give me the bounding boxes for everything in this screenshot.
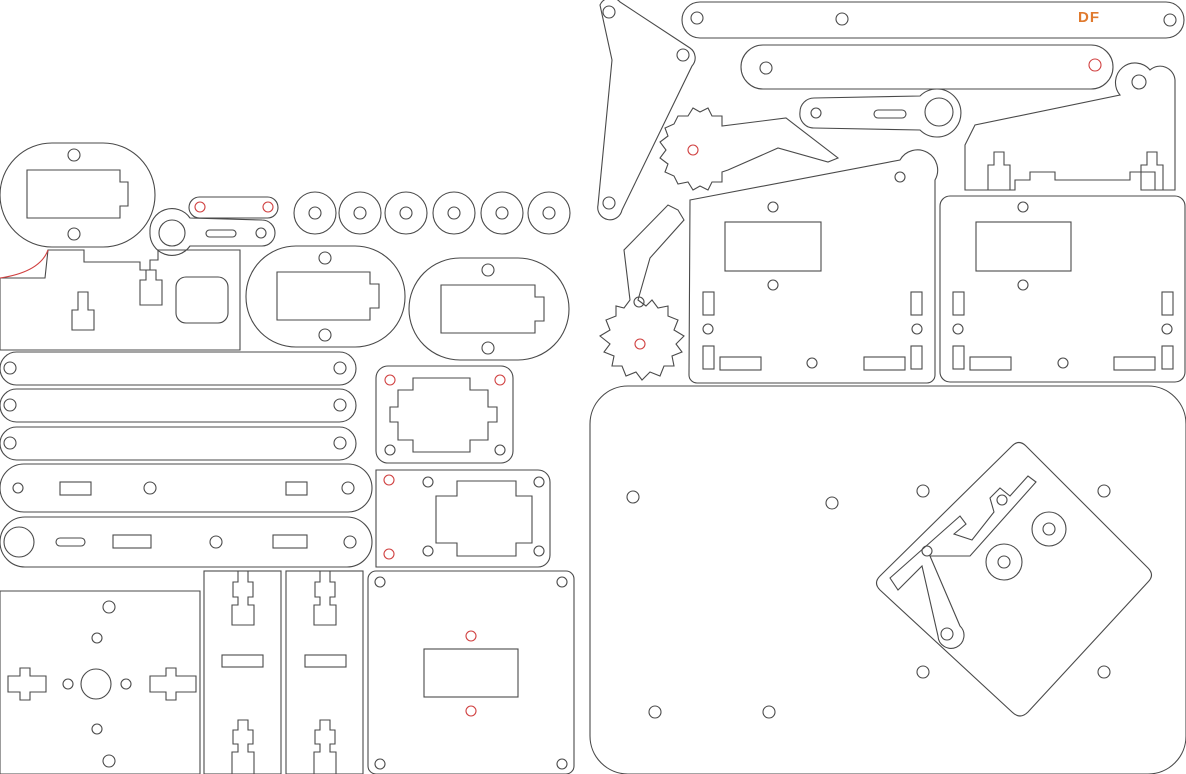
servo-bracket-red-1 xyxy=(375,365,514,464)
large-base-plate xyxy=(589,385,1186,774)
oval-servo-mount-1 xyxy=(0,142,156,248)
rotated-diamond-plate xyxy=(875,441,1153,717)
washers-row xyxy=(293,191,571,235)
df-logo-watermark: DF xyxy=(1078,9,1100,26)
long-link-slotted-2 xyxy=(0,516,373,568)
gear-claw-lower xyxy=(599,204,685,381)
vertical-slot-bar-2 xyxy=(285,570,364,774)
oval-servo-mount-3 xyxy=(408,257,570,361)
second-long-link xyxy=(740,44,1114,90)
curved-arm-left xyxy=(597,0,696,221)
base-cross-plate xyxy=(0,590,201,774)
vertical-slot-bar-1 xyxy=(203,570,282,774)
servo-bracket-red-2 xyxy=(375,469,551,568)
servo-horn-link xyxy=(149,208,276,256)
square-servo-plate xyxy=(367,570,575,774)
servo-housing-plate-2 xyxy=(939,195,1186,383)
bracket-plate-left xyxy=(0,249,241,351)
long-link-2 xyxy=(0,388,357,423)
short-horn-link xyxy=(799,88,962,138)
long-link-1 xyxy=(0,351,357,386)
top-long-link xyxy=(681,1,1185,39)
gear-claw-top xyxy=(659,107,840,191)
servo-housing-plate-1 xyxy=(688,149,939,384)
long-link-3 xyxy=(0,426,357,461)
long-link-slotted-1 xyxy=(0,463,373,513)
small-link-red xyxy=(188,196,279,219)
oval-servo-mount-2 xyxy=(245,245,406,348)
angled-bracket-right xyxy=(964,62,1176,191)
